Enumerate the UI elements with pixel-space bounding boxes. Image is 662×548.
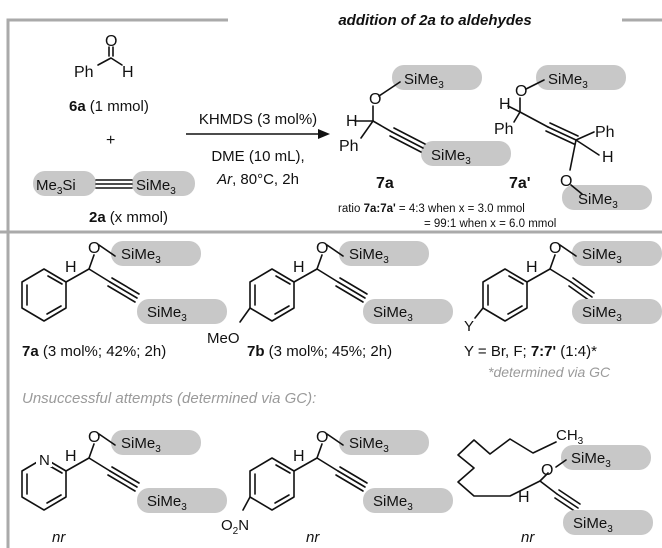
svg-text:O2N: O2N [221,517,249,537]
svg-text:O: O [541,462,553,479]
svg-text:Me3Si: Me3Si [36,177,76,197]
svg-text:Ph: Ph [74,64,94,81]
svg-text:O: O [316,429,328,446]
scope-7a-structure: H O SiMe3 SiMe3 [21,240,227,324]
svg-text:O: O [369,91,381,108]
svg-text:Y: Y [464,318,474,335]
svg-text:Ph: Ph [595,124,615,141]
svg-text:H: H [122,64,134,81]
unsuccessful-heading: Unsuccessful attempts (determined via GC… [22,390,316,407]
svg-text:SiMe3: SiMe3 [548,71,588,91]
svg-text:H: H [518,489,530,506]
scope-y-structure: Y H O SiMe3 SiMe3 [464,240,662,335]
svg-text:SiMe3: SiMe3 [373,493,413,513]
label-2a: 2a(x mmol) [89,209,168,226]
scope-7b-structure: MeO H O SiMe3 SiMe3 [207,240,453,347]
ratio-line-1: ratio 7a:7a' = 4:3 when x = 3.0 mmol [338,203,525,215]
svg-text:SiMe3: SiMe3 [582,304,622,324]
condition-solvent: DME (10 mL), [211,148,304,165]
svg-text:SiMe3: SiMe3 [349,246,389,266]
svg-text:SiMe3: SiMe3 [571,450,611,470]
svg-text:SiMe3: SiMe3 [582,246,622,266]
svg-text:H: H [293,448,305,465]
svg-text:SiMe3: SiMe3 [136,177,176,197]
aliphatic-substrate-structure: CH3 O SiMe3 H SiMe3 [457,427,653,535]
svg-text:SiMe3: SiMe3 [578,191,618,211]
svg-text:O: O [316,240,328,257]
svg-text:SiMe3: SiMe3 [349,435,389,455]
svg-text:O: O [560,173,572,190]
svg-text:H: H [499,96,511,113]
svg-text:H: H [65,448,77,465]
svg-text:SiMe3: SiMe3 [121,246,161,266]
svg-text:O: O [88,429,100,446]
frame [0,18,662,548]
scope-7b-caption: 7b (3 mol%; 45%; 2h) [247,343,392,360]
svg-text:O: O [88,240,100,257]
label-7a: 7a [376,175,394,192]
label-6a: 6a(1 mmol) [69,98,149,115]
nr-label-3: nr [521,529,535,546]
svg-text:Ph: Ph [339,138,359,155]
svg-text:Ph: Ph [494,121,514,138]
svg-text:H: H [293,259,305,276]
gc-footnote: *determined via GC [488,364,611,380]
condition-temp-time: Ar, 80°C, 2h [216,171,299,188]
svg-text:SiMe3: SiMe3 [431,147,471,167]
plus-sign: + [106,132,115,149]
svg-text:H: H [346,113,358,130]
svg-text:O: O [515,83,527,100]
svg-text:MeO: MeO [207,330,240,347]
nr-label-1: nr [52,529,66,546]
svg-text:N: N [39,452,50,469]
scope-7a-caption: 7a (3 mol%; 42%; 2h) [22,343,166,360]
svg-text:H: H [65,259,77,276]
condition-base: KHMDS (3 mol%) [199,111,317,128]
svg-text:SiMe3: SiMe3 [404,71,444,91]
benzaldehyde-structure: Ph O H [74,33,134,81]
product-7a-structure: O SiMe3 H Ph SiMe3 [339,65,511,167]
svg-text:SiMe3: SiMe3 [121,435,161,455]
nr-label-2: nr [306,529,320,546]
svg-text:O: O [549,240,561,257]
nitrophenyl-substrate-structure: O2N H O SiMe3 SiMe3 [221,429,453,537]
svg-text:SiMe3: SiMe3 [573,515,613,535]
pyridyl-substrate-structure: N H O SiMe3 SiMe3 [21,429,227,513]
ratio-line-2: = 99:1 when x = 6.0 mmol [424,218,556,230]
product-7a-prime-structure: O SiMe3 H Ph Ph H O SiMe3 [494,65,652,211]
svg-text:SiMe3: SiMe3 [373,304,413,324]
scope-y-caption: Y = Br, F; 7:7' (1:4)* [464,343,597,360]
label-7a-prime: 7a' [509,175,531,192]
bis-tms-acetylene-structure: Me3Si SiMe3 [33,171,195,197]
svg-text:O: O [105,33,117,50]
svg-text:H: H [602,149,614,166]
svg-text:SiMe3: SiMe3 [147,304,187,324]
scheme-title: addition of 2a to aldehydes [338,12,531,29]
svg-text:CH3: CH3 [556,427,584,447]
svg-text:H: H [526,259,538,276]
arrow-head [318,129,330,139]
svg-text:SiMe3: SiMe3 [147,493,187,513]
